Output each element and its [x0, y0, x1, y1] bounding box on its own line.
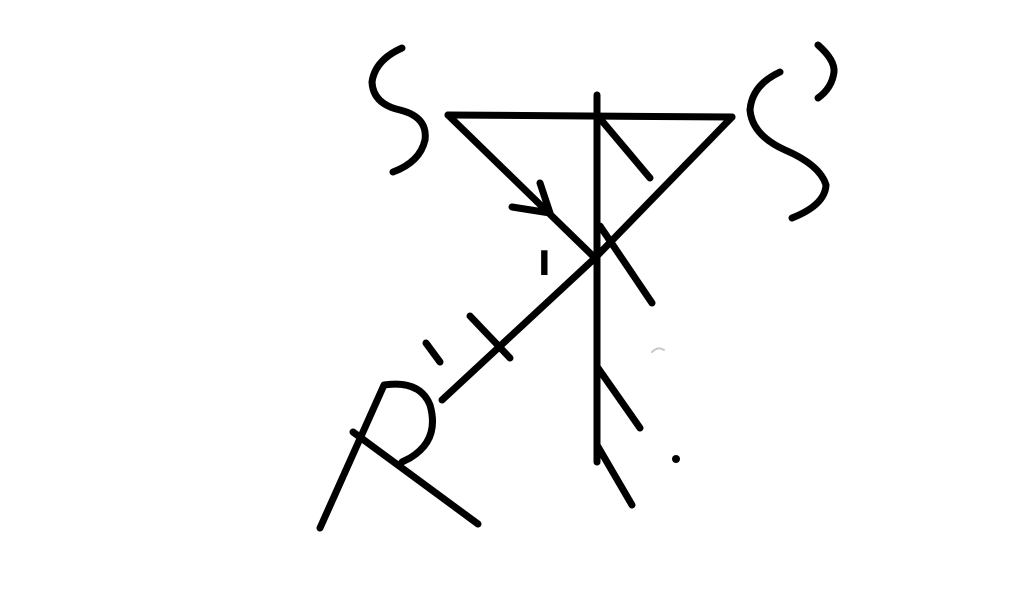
top-left-wave-mark: [368, 44, 429, 176]
reflected-ray-diagonal: [438, 113, 736, 404]
bottom-left-p-shape: [316, 380, 436, 532]
diagonal-tick-2: [422, 339, 444, 366]
hatch-mark-3: [594, 364, 644, 432]
stray-dot: [672, 455, 680, 463]
hatch-mark-4: [593, 441, 636, 509]
incident-ray-arrowhead: [508, 179, 554, 217]
incident-ray: [444, 111, 599, 262]
top-right-bracket-mark: [746, 68, 830, 222]
bottom-left-leg: [349, 428, 482, 528]
faint-artifact-mark: [651, 347, 665, 353]
top-right-wave-mark: [814, 41, 838, 102]
hatch-mark-1: [593, 111, 654, 182]
diagonal-tick-1: [466, 312, 514, 362]
hatch-mark-2: [596, 222, 656, 307]
top-surface-line: [444, 111, 736, 121]
point-label: I: [538, 244, 551, 284]
